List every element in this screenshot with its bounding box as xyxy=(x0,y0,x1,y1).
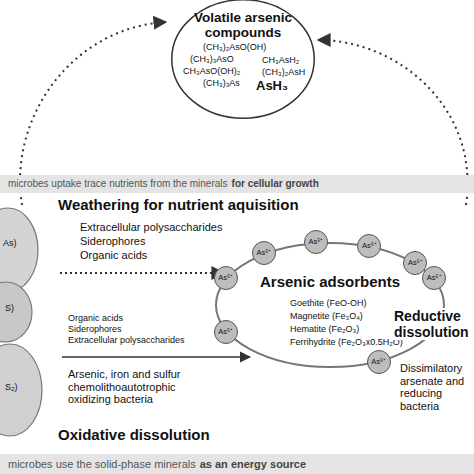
node-text: Goethite (FeO-OH) xyxy=(290,298,367,308)
node-text: As⁵⁺ xyxy=(252,241,276,265)
mineral-label: As) xyxy=(3,238,17,248)
node-heading: Arsenic adsorbents xyxy=(215,273,445,290)
process-band xyxy=(0,454,474,474)
agent-text: Siderophores xyxy=(80,235,145,248)
agent-text: Organic acids xyxy=(80,249,147,262)
band-text: for cellular growth xyxy=(232,178,319,190)
node-text: Magnetite (Fe₃O₄) xyxy=(290,311,363,321)
compound-circle: Volatile arsenic compounds(CH₃)₂AsO(OH) (… xyxy=(171,0,315,119)
section-heading: Weathering for nutrient aquisition xyxy=(58,196,299,213)
agent-text: Extracellular polysaccharides xyxy=(68,335,185,345)
weathering-arrow xyxy=(60,272,224,274)
ion-circle-shape xyxy=(253,242,276,265)
process-band xyxy=(0,175,474,193)
ion-circle: As⁵⁺ xyxy=(252,241,276,265)
node-text: As⁵⁺ xyxy=(403,251,427,275)
node-text: CH₃AsH₂ xyxy=(262,55,299,65)
ion-circle: As⁵⁺ xyxy=(403,251,427,275)
ion-circle-shape xyxy=(423,267,446,290)
agent-text: Siderophores xyxy=(68,324,122,334)
ion-circle-shape xyxy=(304,231,327,254)
node-text: As⁵⁺ xyxy=(304,230,328,254)
ion-circle-shape xyxy=(358,234,381,257)
ion-circle-shape xyxy=(367,351,390,374)
ion-circle: As⁵⁺ xyxy=(367,350,391,374)
node-text: (CH₃)₃AsO xyxy=(190,54,234,64)
node-text: As⁵⁺ xyxy=(422,266,446,290)
oxidation-arrow xyxy=(62,356,250,358)
node-text: (CH₃)₃As xyxy=(203,78,240,88)
node-text: CH₃AsO(OH)₂ xyxy=(183,66,240,76)
node-text: As⁵⁺ xyxy=(214,320,238,344)
ion-circle-shape xyxy=(214,320,237,343)
ion-circle: As⁵⁺ xyxy=(357,234,381,258)
adsorbent-ring-shape xyxy=(216,243,444,367)
compound-circle-shape xyxy=(172,0,315,118)
band-text: microbes use the solid-phase minerals xyxy=(8,458,196,471)
ion-circle-shape xyxy=(214,267,237,290)
ion-circle: As⁵⁺ xyxy=(214,266,238,290)
bacteria-text: Dissimilatory arsenate and reducing bact… xyxy=(400,362,470,413)
node-text: As⁵⁺ xyxy=(357,234,381,258)
mineral-label: S₂) xyxy=(5,382,18,392)
node-text: (CH₃)₂AsH xyxy=(262,67,305,77)
node-text: AsH₃ xyxy=(256,79,288,94)
section-heading: Oxidative dissolution xyxy=(58,426,210,443)
ion-circle: As⁵⁺ xyxy=(304,230,328,254)
bacteria-text: Arsenic, iron and sulfur chemolithoautot… xyxy=(68,368,218,406)
mineral-label: S) xyxy=(5,303,14,313)
band-text: as an energy source xyxy=(200,458,306,471)
node-text: Ferrihydrite (Fe₂O₃x0.5H₂O) xyxy=(290,337,403,347)
agent-text: Extracellular polysaccharides xyxy=(80,221,222,234)
node-heading: Volatile arsenic compounds xyxy=(171,11,315,41)
ion-circle: As⁵⁺ xyxy=(422,266,446,290)
mineral-illustration xyxy=(0,208,42,436)
adsorbent-ring: Arsenic adsorbentsGoethite (FeO-OH) Magne… xyxy=(215,242,445,368)
node-text: As⁵⁺ xyxy=(214,266,238,290)
ion-circle-shape xyxy=(404,251,427,274)
node-text: As⁵⁺ xyxy=(367,350,391,374)
ion-circle: As⁵⁺ xyxy=(214,320,238,344)
agent-text: Organic acids xyxy=(68,313,123,323)
band-text: microbes uptake trace nutrients from the… xyxy=(8,178,228,190)
node-text: (CH₃)₂AsO(OH) xyxy=(203,42,266,52)
node-text: Hematite (Fe₂O₃) xyxy=(290,324,359,334)
section-heading: Reductive dissolution xyxy=(394,308,470,340)
